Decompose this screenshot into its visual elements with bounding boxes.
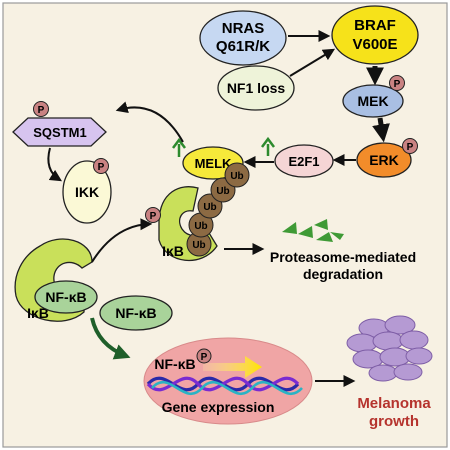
braf-label-line1: BRAF — [354, 17, 396, 34]
nfkb-dna-label: NF-κB — [154, 356, 195, 372]
melk-upregulation-arrow-icon — [172, 137, 186, 157]
nfkb-free-label: NF-κB — [115, 305, 156, 321]
nfkb-dna-phospho-label: P — [201, 352, 208, 363]
ub-label-4: Ub — [216, 186, 229, 197]
ikb-ub-phospho-label: P — [150, 211, 157, 222]
ub-label-1: Ub — [192, 240, 205, 251]
erk-phospho-label: P — [407, 142, 414, 153]
e2f1-upregulation-arrow-icon — [261, 136, 275, 156]
ikk-label: IKK — [75, 184, 99, 200]
ikb-complex-label: IκB — [27, 305, 49, 321]
braf-label-line2: V600E — [352, 36, 397, 53]
braf-node: BRAF V600E — [331, 5, 419, 65]
mek-node: MEK P — [342, 75, 405, 118]
nf1-node: NF1 loss — [217, 65, 295, 111]
melanoma-cells-icon — [346, 315, 433, 382]
sqstm1-phospho-badge — [33, 101, 49, 117]
e2f1-label: E2F1 — [288, 154, 319, 169]
arrow-complex-to-ikb — [91, 218, 153, 263]
e2f1-node: E2F1 — [274, 144, 334, 178]
melk-label: MELK — [195, 156, 232, 171]
erk-node: ERK P — [356, 138, 418, 178]
ikk-node: IKK P — [62, 158, 112, 224]
nras-label-line1: NRAS — [222, 20, 265, 37]
nras-label-line2: Q61R/K — [216, 38, 270, 55]
arrow-nfkb-to-nucleus — [90, 317, 131, 360]
mek-phospho-badge — [389, 75, 405, 91]
nfkb-free-node: NF-κB — [99, 295, 173, 331]
erk-label: ERK — [369, 152, 399, 168]
melanoma-label-line1: Melanoma — [357, 395, 431, 412]
ikk-phospho-label: P — [98, 162, 105, 173]
ub-label-5: Ub — [230, 171, 243, 182]
mek-phospho-label: P — [394, 79, 401, 90]
mek-label: MEK — [357, 93, 388, 109]
ikb-ub-label: IκB — [162, 243, 184, 259]
erk-phospho-badge — [402, 138, 418, 154]
ikk-phospho-badge — [93, 158, 109, 174]
arrow-sqstm1-to-ikk — [47, 147, 63, 182]
nfkb-dna-phospho-badge — [196, 348, 212, 364]
ubiquitin-chain: Ub Ub Ub Ub Ub — [186, 162, 250, 257]
sqstm1-phospho-label: P — [38, 105, 45, 116]
sqstm1-label: SQSTM1 — [33, 125, 86, 140]
ub-label-3: Ub — [203, 202, 216, 213]
nf1-label: NF1 loss — [227, 80, 286, 96]
arrow-nf1-to-braf — [289, 48, 336, 77]
melanoma-label-line2: growth — [369, 413, 419, 430]
nras-node: NRAS Q61R/K — [199, 10, 287, 66]
arrow-mek-to-erk — [372, 117, 390, 143]
sqstm1-node: SQSTM1 P — [12, 101, 107, 147]
proteasome-fragments-icon — [282, 219, 344, 242]
gene-expression-label: Gene expression — [162, 399, 275, 415]
ub-label-2: Ub — [194, 221, 207, 232]
nfkb-complex-shape — [34, 280, 98, 314]
proteasome-label-line2: degradation — [303, 266, 383, 282]
proteasome-label-line1: Proteasome-mediated — [270, 249, 416, 265]
dna-helix-icon — [146, 376, 303, 396]
nfkb-ikb-complex: IκB NF-κB — [14, 238, 98, 322]
arrow-melk-to-sqstm1 — [115, 101, 184, 143]
nucleus: NF-κB P Gene expression — [143, 337, 313, 425]
transcription-arrow-icon — [203, 356, 262, 378]
nfkb-complex-label: NF-κB — [45, 289, 86, 305]
ikb-ubiquitinated: IκB P Ub Ub Ub Ub Ub — [145, 162, 250, 261]
